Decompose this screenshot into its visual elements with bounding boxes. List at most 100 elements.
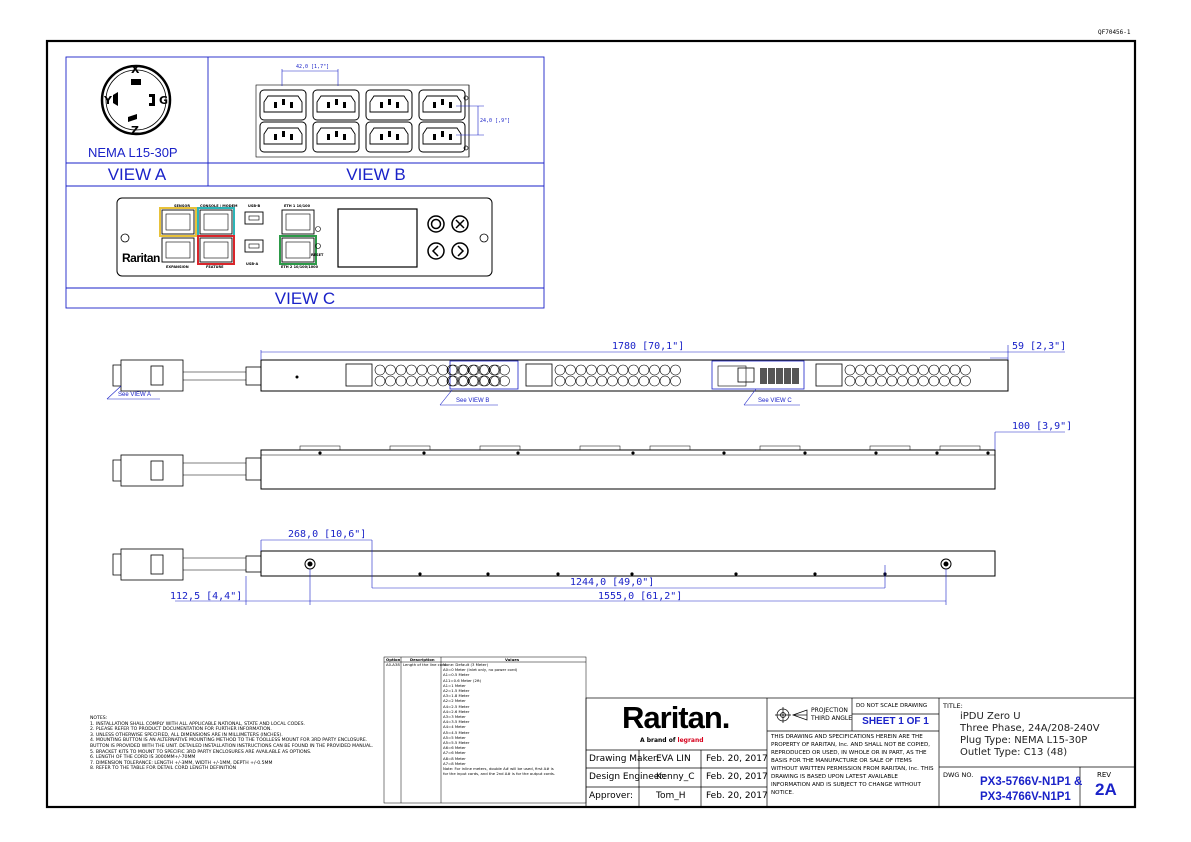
front-outlet <box>628 364 639 376</box>
option-code: A0-A38 <box>386 662 400 667</box>
front-outlet <box>617 364 629 376</box>
callout-see-view-b: See VIEW B <box>456 398 490 404</box>
pdu-front-view <box>112 359 1009 392</box>
option-value: A5=5 Meter <box>443 734 466 740</box>
c13-outlet <box>418 89 466 121</box>
top-mount-dot <box>986 451 990 455</box>
rj45-port <box>197 207 235 237</box>
top-outlet-bump <box>579 445 621 451</box>
port-label-feature: FEATURE <box>206 265 224 269</box>
top-mount-dot <box>935 451 939 455</box>
port-label-sensor: SENSOR <box>174 204 191 208</box>
front-outlet <box>638 375 650 387</box>
brand-tagline: A brand of legrand <box>640 737 704 744</box>
note-item: 5. BRACKET KITS TO MOUNT TO SPECIFIC 3RD… <box>90 749 312 755</box>
option-value: A7=8 Meter <box>443 760 466 766</box>
option-values-list: None: Default (3 Meter)A0=0 Meter (Inlet… <box>443 662 586 776</box>
do-not-scale-note: DO NOT SCALE DRAWING <box>856 703 928 709</box>
option-value: A6=6 Meter <box>443 745 466 751</box>
pin-label-g: G <box>159 94 169 107</box>
drawing-maker-role: Drawing Maker: <box>589 754 660 764</box>
nav-buttons <box>427 215 469 260</box>
back-mount-dot <box>630 572 634 576</box>
front-display <box>717 365 747 387</box>
drawing-maker-date: Feb. 20, 2017 <box>706 754 768 764</box>
front-outlet <box>907 375 919 387</box>
top-mount-dot <box>318 451 322 455</box>
c13-outlet <box>418 121 466 153</box>
front-outlet <box>478 375 489 387</box>
front-outlet <box>928 364 940 376</box>
back-mount-dot <box>734 572 738 576</box>
front-outlet <box>596 364 608 376</box>
front-outlet <box>374 364 386 376</box>
reset-label: RESET <box>311 253 324 257</box>
option-value: A2=2 Meter <box>443 698 466 704</box>
revision: 2A <box>1095 780 1117 799</box>
front-outlet <box>628 375 639 387</box>
c13-outlet <box>365 89 413 121</box>
view-a-title: VIEW A <box>107 165 167 184</box>
option-value: None: Default (3 Meter) <box>443 662 489 667</box>
back-mount-dot <box>556 572 560 576</box>
rj45-port <box>159 207 197 237</box>
rj45-port <box>244 211 264 225</box>
front-outlet <box>457 375 468 387</box>
front-outlet <box>437 375 449 387</box>
front-outlet <box>374 375 386 387</box>
front-outlet <box>844 375 856 387</box>
note-item: 7. DIMENSION TOLERANCE: LENGTH +/-3MM, W… <box>90 760 273 766</box>
title-line: Outlet Type: C13 (48) <box>960 747 1068 758</box>
back-mount-dot <box>418 572 422 576</box>
port-label-eth1: ETH 1 10/100 <box>284 204 311 208</box>
port-label-expansion: EXPANSION <box>166 265 189 269</box>
controller-panel <box>116 197 493 277</box>
front-outlet <box>554 375 566 387</box>
outlet-row-dimension: 24,0 [,9"] <box>480 118 511 124</box>
port-label-usb-a: USB-A <box>246 262 259 266</box>
pin-label-y: Y <box>104 94 112 107</box>
top-outlet-bump <box>869 445 911 451</box>
port-label-eth2: ETH 2 10/100/1000 <box>281 265 319 269</box>
front-port <box>792 368 799 384</box>
front-outlet <box>886 375 898 387</box>
front-outlet <box>607 364 618 376</box>
front-outlet <box>607 375 618 387</box>
top-dimensions <box>994 431 1065 450</box>
top-mount-dot <box>516 451 520 455</box>
top-outlet-bump <box>389 445 431 451</box>
option-value: A11=0.6 Meter (2ft) <box>443 677 482 683</box>
front-outlet <box>395 364 407 376</box>
raritan-logo: Raritan. <box>622 700 730 735</box>
front-outlet <box>385 364 396 376</box>
front-outlet <box>406 364 417 376</box>
title-label: TITLE: <box>943 702 963 710</box>
front-outlet <box>670 364 681 376</box>
approver-date: Feb. 20, 2017 <box>706 791 768 801</box>
design-engineer-date: Feb. 20, 2017 <box>706 772 768 782</box>
front-outlet <box>897 364 908 376</box>
rj45-port <box>281 209 315 235</box>
views-frame <box>65 56 545 309</box>
front-outlet <box>575 364 587 376</box>
breaker-module <box>345 363 373 387</box>
front-outlet <box>876 375 887 387</box>
drawing-number: PX3-5766V-N1P1 & PX3-4766V-N1P1 <box>980 775 1082 805</box>
front-outlet <box>886 364 898 376</box>
top-mount-dot <box>874 451 878 455</box>
front-outlet <box>385 375 396 387</box>
front-outlet <box>907 364 919 376</box>
callout-see-view-c: See VIEW C <box>758 398 792 404</box>
rj45-port <box>279 235 317 265</box>
front-outlet <box>876 364 887 376</box>
legal-notice: THIS DRAWING AND SPECIFICATIONS HEREIN A… <box>771 734 934 796</box>
front-screen <box>737 367 755 383</box>
option-value: A7=6 Meter <box>443 750 466 756</box>
back-view-mount-points <box>418 572 887 576</box>
mount-offset-dimension: 268,0 [10,6"] <box>288 529 367 540</box>
option-description: Length of the line cord <box>403 662 446 667</box>
view-b-title: VIEW B <box>346 165 406 184</box>
front-outlet <box>446 375 458 387</box>
title-line: Three Phase, 24A/208-240V <box>960 723 1100 734</box>
